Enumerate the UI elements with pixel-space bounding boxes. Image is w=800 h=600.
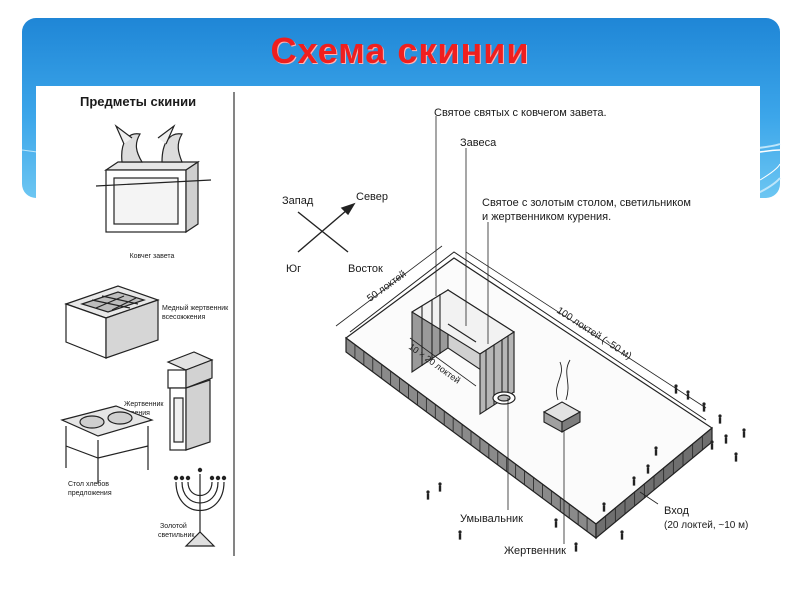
menorah-label-2: светильник xyxy=(158,532,195,539)
fence-posts xyxy=(345,338,713,538)
person-figure xyxy=(734,452,738,462)
person-figure xyxy=(742,428,746,438)
veil-label: Завеса xyxy=(460,137,497,149)
person-figure xyxy=(554,518,558,528)
width-dimension-line xyxy=(335,245,443,327)
person-figure xyxy=(686,390,690,400)
person-figure xyxy=(646,464,650,474)
menorah-label-1: Золотой xyxy=(160,522,187,530)
showbread-table-label-2: предложения xyxy=(68,490,112,497)
page-title: Схема скинии xyxy=(270,30,530,71)
people-figures xyxy=(426,384,746,552)
compass-east: Восток xyxy=(348,263,383,275)
callout-lines xyxy=(435,116,659,544)
incense-altar-label-1: Жертвенник xyxy=(124,401,164,408)
bronze-altar-label-2: всесожжения xyxy=(162,314,205,321)
altar-label: Жертвенник xyxy=(504,545,566,557)
compass-south: Юг xyxy=(286,263,301,275)
compass-north: Север xyxy=(356,191,388,203)
person-figure xyxy=(674,384,678,394)
bronze-altar-illustration xyxy=(64,285,160,359)
entrance-label-1: Вход xyxy=(664,505,689,517)
tabernacle-tent xyxy=(410,288,516,416)
compass-west: Запад xyxy=(282,195,314,207)
person-figure xyxy=(718,414,722,424)
person-figure xyxy=(710,440,714,450)
ark-illustration xyxy=(95,124,212,234)
length-dimension-line xyxy=(465,251,707,409)
entrance-label-2: (20 локтей, ~10 м) xyxy=(664,520,748,531)
person-figure xyxy=(426,490,430,500)
altar-drawing xyxy=(542,359,582,433)
person-figure xyxy=(602,502,606,512)
showbread-table-illustration xyxy=(60,405,154,484)
person-figure xyxy=(654,446,658,456)
laver-label: Умывальник xyxy=(460,513,523,525)
person-figure xyxy=(724,434,728,444)
showbread-table-label-1: Стол хлебов xyxy=(68,480,109,488)
holy-of-holies-label: Святое святых с ковчегом завета. xyxy=(434,107,607,119)
incense-altar-label-2: курения xyxy=(124,410,150,417)
courtyard-fence xyxy=(344,251,714,540)
ark-label: Ковчег завета xyxy=(130,253,175,260)
holy-place-label-1: Святое с золотым столом, светильником xyxy=(482,197,691,209)
objects-heading: Предметы скинии xyxy=(80,94,196,109)
person-figure xyxy=(632,476,636,486)
person-figure xyxy=(574,542,578,552)
compass-rose xyxy=(297,202,356,253)
incense-altar-illustration xyxy=(166,351,214,451)
person-figure xyxy=(702,402,706,412)
menorah-illustration xyxy=(173,467,227,547)
person-figure xyxy=(620,530,624,540)
holy-place-label-2: и жертвенником курения. xyxy=(482,211,611,223)
tent-dimension-line xyxy=(409,337,477,387)
tabernacle-diagram: Предметы скинии Ковчег завета Медный жер… xyxy=(60,92,748,557)
bronze-altar-label-1: Медный жертвенник xyxy=(162,304,229,312)
laver-drawing xyxy=(492,391,516,405)
person-figure xyxy=(438,482,442,492)
person-figure xyxy=(458,530,462,540)
diagram-sheet: Предметы скинии Ковчег завета Медный жер… xyxy=(36,86,760,558)
